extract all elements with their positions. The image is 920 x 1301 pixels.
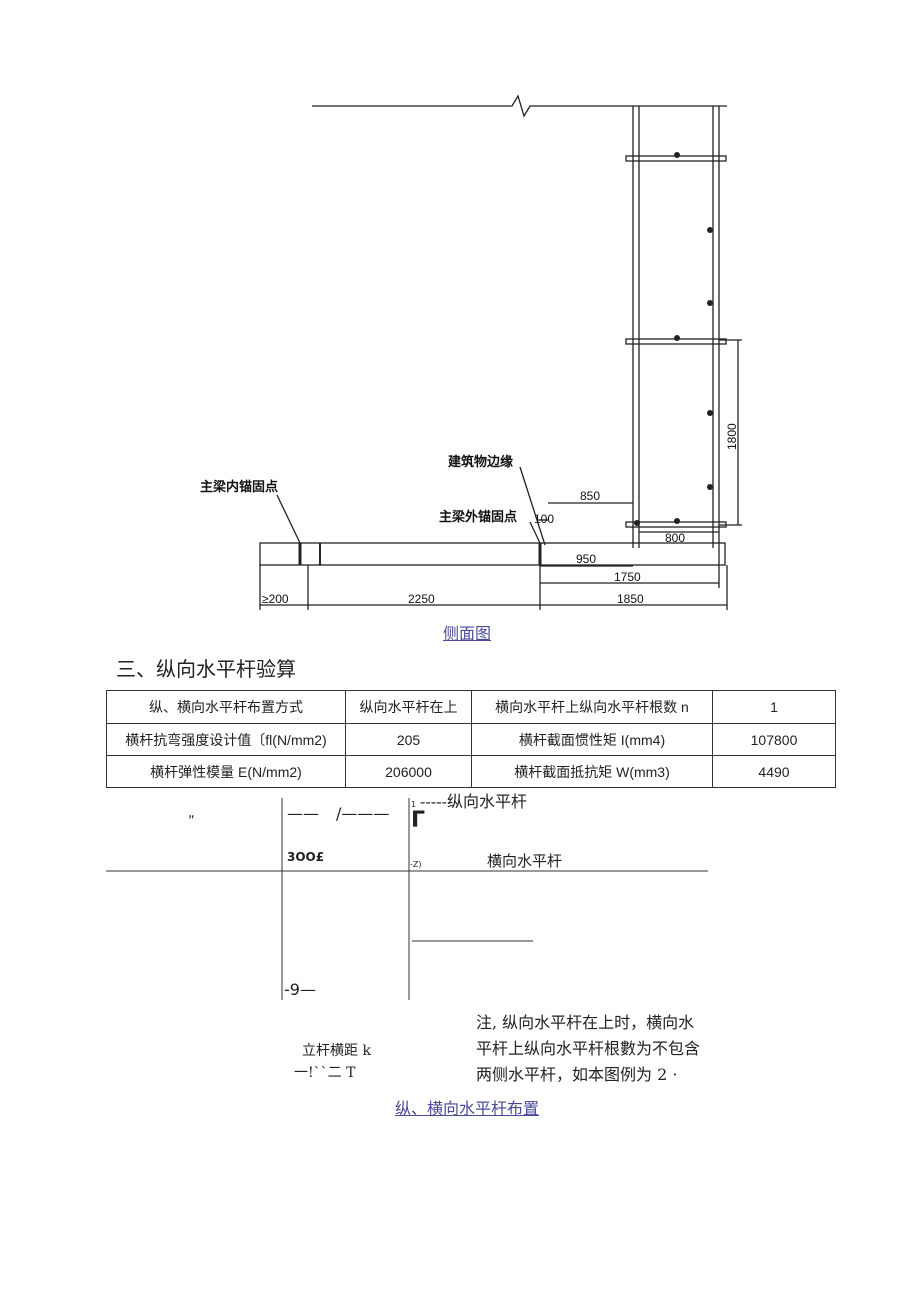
note-line-1: 注, 纵向水平杆在上时，横向水	[476, 1013, 695, 1032]
table-cell: 纵向水平杆在上	[345, 690, 472, 724]
dim-950: 950	[576, 552, 596, 566]
longitudinal-bar-label: -----纵向水平杆	[420, 792, 528, 811]
building-edge-label: 建筑物边缘	[448, 454, 513, 470]
dim-1800: 1800	[725, 423, 739, 450]
params-table: 纵、横向水平杆布置方式 纵向水平杆在上 横向水平杆上纵向水平杆根数 n 1 横杆…	[106, 690, 836, 788]
dash-left: ——	[287, 804, 319, 823]
note-line-2: 平杆上纵向水平杆根數为不包含	[476, 1039, 701, 1058]
dash-mid: /———	[336, 804, 390, 823]
dim-2250: 2250	[408, 592, 435, 606]
table-cell: 1	[712, 690, 836, 724]
note-line-3: 两侧水平杆，如本图例为 2 ·	[476, 1065, 678, 1084]
table-cell: 横杆弹性模量 E(N/mm2)	[106, 755, 346, 788]
table-cell: 206000	[345, 755, 472, 788]
pole-spacing-label: 立杆横距 k	[302, 1043, 371, 1059]
dim-800: 800	[665, 531, 685, 545]
z-mark: -Z)	[410, 860, 422, 869]
table-cell: 纵、横向水平杆布置方式	[106, 690, 346, 724]
table-cell: 横杆截面抵抗矩 W(mm3)	[471, 755, 713, 788]
dim-200: ≥200	[262, 592, 289, 606]
layout-caption: 纵、横向水平杆布置	[395, 1099, 540, 1118]
squiggle-mark: 一!``二 T	[294, 1065, 356, 1081]
outer-anchor-label: 主梁外锚固点	[439, 509, 517, 525]
dim-1850: 1850	[617, 592, 644, 606]
nine-mark: -9—	[284, 980, 316, 999]
dim-850: 850	[580, 489, 600, 503]
dim-1750: 1750	[614, 570, 641, 584]
table-row: 横杆抗弯强度设计值〔fl(N/mm2) 205 横杆截面惯性矩 I(mm4) 1…	[106, 723, 836, 756]
transverse-bar-label: 横向水平杆	[487, 852, 563, 870]
slab-break-line	[312, 94, 727, 118]
dim-100: 100	[534, 512, 554, 526]
table-row: 横杆弹性模量 E(N/mm2) 206000 横杆截面抵抗矩 W(mm3) 44…	[106, 755, 836, 788]
table-cell: 107800	[712, 723, 836, 756]
table-cell: 横杆截面惯性矩 I(mm4)	[471, 723, 713, 756]
quote-mark: „	[188, 806, 195, 821]
dim-3000: 3OO£	[287, 850, 325, 864]
table-cell: 4490	[712, 755, 836, 788]
inner-anchor-label: 主梁内锚固点	[200, 479, 278, 495]
table-cell: 205	[345, 723, 472, 756]
side-view-drawing: 主梁内锚固点 建筑物边缘 主梁外锚固点 850 100 800 950 1750…	[200, 94, 742, 610]
side-view-caption: 侧面图	[443, 624, 492, 643]
layout-diagram-lines	[106, 798, 708, 1000]
main-beam	[259, 542, 726, 566]
table-cell: 横杆抗弯强度设计值〔fl(N/mm2)	[106, 723, 346, 756]
section-title: 三、纵向水平杆验算	[116, 657, 296, 681]
table-row: 纵、横向水平杆布置方式 纵向水平杆在上 横向水平杆上纵向水平杆根数 n 1	[106, 690, 836, 724]
table-cell: 横向水平杆上纵向水平杆根数 n	[471, 690, 713, 724]
tick-small: 1	[411, 800, 417, 809]
bracket-mark: Γ	[411, 808, 426, 833]
